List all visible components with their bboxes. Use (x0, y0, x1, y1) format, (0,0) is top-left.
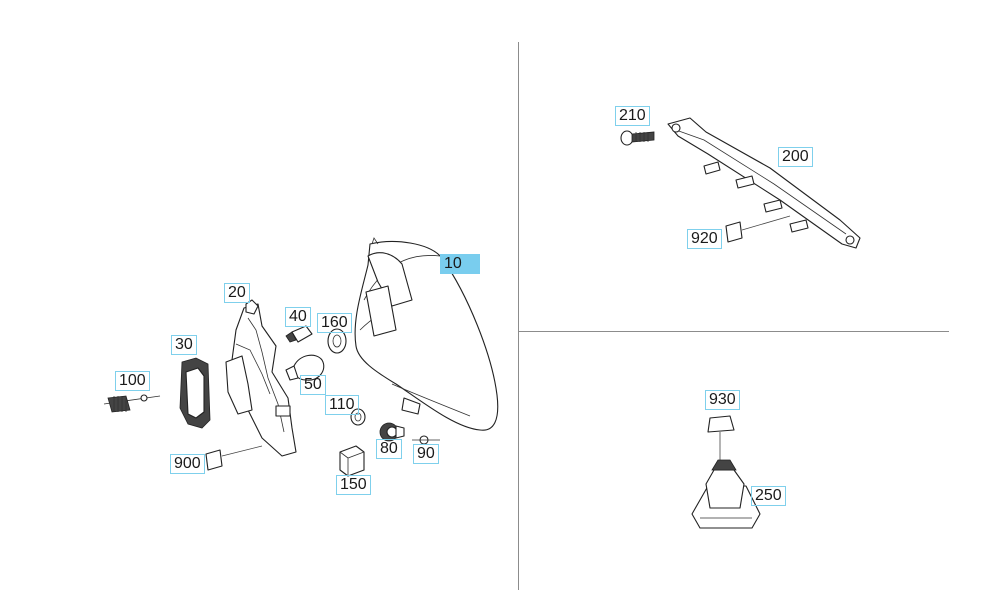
callout-920[interactable]: 920 (687, 229, 722, 249)
connector-80[interactable] (379, 422, 405, 442)
callout-200[interactable]: 200 (778, 147, 813, 167)
callout-110[interactable]: 110 (325, 395, 359, 415)
headlamp-housing-10[interactable] (354, 237, 499, 431)
callout-160[interactable]: 160 (317, 313, 352, 333)
callout-50[interactable]: 50 (300, 375, 326, 395)
vertical-divider (518, 42, 519, 590)
callout-150[interactable]: 150 (336, 475, 371, 495)
module-150[interactable] (339, 445, 365, 477)
callout-900[interactable]: 900 (170, 454, 205, 474)
callout-90[interactable]: 90 (413, 444, 439, 464)
rail-200[interactable] (667, 117, 861, 249)
screw-210[interactable] (620, 130, 655, 146)
callout-30[interactable]: 30 (171, 335, 197, 355)
callout-40[interactable]: 40 (285, 307, 311, 327)
label-900[interactable] (205, 445, 263, 471)
gasket-30[interactable] (179, 357, 211, 429)
callout-10[interactable]: 10 (440, 254, 480, 274)
pin-90[interactable] (412, 435, 440, 445)
callout-100[interactable]: 100 (115, 371, 150, 391)
cap-160[interactable] (327, 328, 347, 354)
horizontal-divider (519, 331, 949, 332)
bracket-20[interactable] (225, 299, 297, 457)
adjuster-screw-100[interactable] (103, 394, 161, 413)
label-920[interactable] (725, 215, 791, 243)
callout-210[interactable]: 210 (615, 106, 650, 126)
label-930[interactable] (707, 415, 735, 472)
callout-20[interactable]: 20 (224, 283, 250, 303)
bulb-40[interactable] (285, 325, 313, 343)
callout-80[interactable]: 80 (376, 439, 402, 459)
callout-250[interactable]: 250 (751, 486, 786, 506)
callout-930[interactable]: 930 (705, 390, 740, 410)
housing-250[interactable] (691, 459, 761, 529)
bulb-50[interactable] (285, 354, 325, 381)
